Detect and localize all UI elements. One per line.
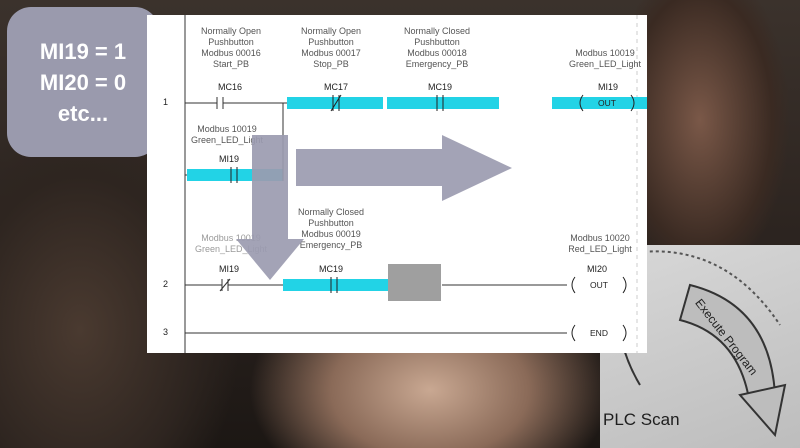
rung-2	[185, 276, 627, 294]
rung-3	[185, 324, 627, 342]
rung1-contact1-tag: MC16	[217, 82, 242, 92]
ladder-diagram	[184, 15, 647, 353]
rung1-coil-instr: OUT	[598, 98, 616, 108]
rung-number-2: 2	[163, 279, 169, 289]
rung-number-1: 1	[163, 97, 169, 107]
memory-note: MI19 = 1 MI20 = 0 etc...	[7, 7, 159, 157]
rung1-contact3-tag: MC19	[427, 82, 452, 92]
rung-number-3: 3	[163, 327, 169, 337]
note-line-3: etc...	[57, 100, 109, 126]
note-line-2: MI20 = 0	[39, 69, 127, 95]
note-line-1: MI19 = 1	[39, 38, 127, 64]
rung2-coil-instr: OUT	[590, 280, 608, 290]
rung2-contact2-tag: MC19	[318, 264, 343, 274]
highlight-box	[388, 264, 441, 301]
rung2-coil-tag: MI20	[586, 264, 607, 274]
rung1-contact2-tag: MC17	[323, 82, 348, 92]
end-instruction: END	[590, 328, 608, 338]
plc-scan-label: PLC Scan	[603, 410, 680, 429]
rung1-branch-tag: MI19	[218, 154, 239, 164]
rung2-contact1-tag: MI19	[218, 264, 239, 274]
rung1-coil-tag: MI19	[597, 82, 618, 92]
